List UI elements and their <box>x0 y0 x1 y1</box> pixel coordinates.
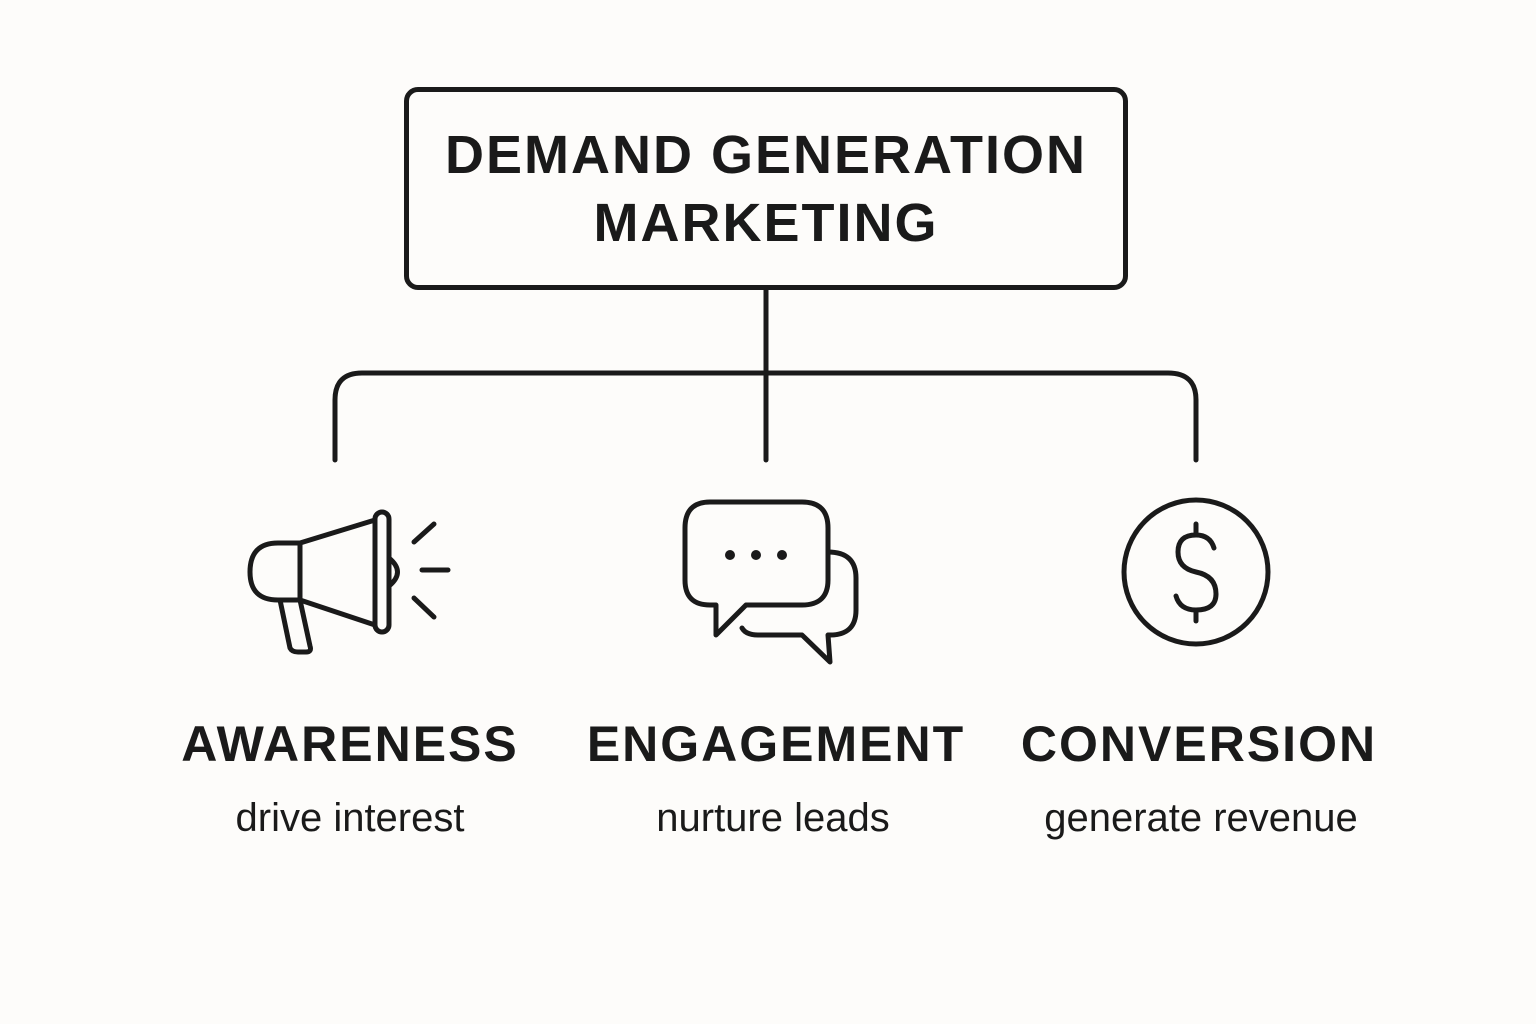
branch-subtitle-conversion: generate revenue <box>1044 796 1358 840</box>
root-title-line-1: DEMAND GENERATION <box>444 124 1087 185</box>
root-title-line-2: MARKETING <box>593 192 939 253</box>
branch-bar-connector <box>332 370 1199 463</box>
chat-bubbles-icon <box>682 499 859 665</box>
root-node: DEMAND GENERATION MARKETING <box>404 87 1128 290</box>
branch-subtitle-engagement: nurture leads <box>656 796 890 840</box>
dollar-coin-icon <box>1121 497 1271 647</box>
branch-title-conversion: CONVERSION <box>1020 716 1378 772</box>
branch-title-engagement: ENGAGEMENT <box>586 716 966 772</box>
branch-title-awareness: AWARENESS <box>181 716 519 772</box>
branch-subtitle-awareness: drive interest <box>235 796 465 840</box>
megaphone-icon <box>247 509 451 655</box>
